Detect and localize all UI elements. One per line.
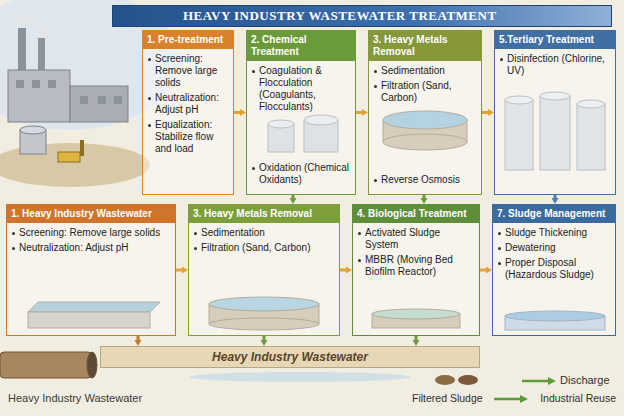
process-panel: 5.Tertiary TreatmentDisinfection (Chlori… — [494, 30, 616, 195]
panel-heading: 4. Biological Treatment — [353, 205, 479, 223]
bullet-item: Screening: Remove large solids — [11, 227, 171, 239]
flow-line — [480, 269, 487, 272]
bullet-item: Activated Sludge System — [357, 227, 475, 251]
bullet-item: Disinfection (Chlorine, UV) — [499, 53, 611, 77]
process-panel: 2. Chemical TreatmentCoagulation & Flocc… — [246, 30, 356, 195]
flow-line — [356, 111, 363, 114]
bullet-item: Filtration (Sand, Carbon) — [193, 242, 335, 254]
flow-line — [340, 269, 347, 272]
process-panel: 3. Heavy Metals RemovalSedimentationFilt… — [188, 204, 340, 336]
flow-arrow — [413, 336, 420, 346]
note-label: Heavy Industry Wastewater — [8, 392, 142, 404]
panel-heading: 3. Heavy Metals Removal — [189, 205, 339, 223]
bullet-item: Sludge Thickening — [497, 227, 611, 239]
band-text: Heavy Industry Wastewater — [212, 350, 368, 364]
bullet-item: Proper Disposal (Hazardous Sludge) — [497, 257, 611, 281]
flow-arrow — [552, 195, 559, 204]
bullet-item: Oxidation (Chemical Oxidants) — [251, 162, 351, 186]
bullet-item: Filtration (Sand, Carbon) — [373, 80, 477, 104]
bullet-item: Sedimentation — [373, 65, 477, 77]
panel-body: Sludge ThickeningDewateringProper Dispos… — [493, 223, 615, 335]
flow-line — [482, 111, 489, 114]
flow-arrow — [356, 109, 368, 116]
flow-arrow — [234, 109, 246, 116]
bullet-item: MBBR (Moving Bed Biofilm Reactor) — [357, 254, 475, 278]
bullet-item: Dewatering — [497, 242, 611, 254]
panel-body: SedimentationFiltration (Sand, Carbon) Re… — [369, 61, 481, 194]
bullet-item: Coagulation & Flocculation (Coagulants, … — [251, 65, 351, 113]
panel-body: SedimentationFiltration (Sand, Carbon) — [189, 223, 339, 335]
flow-arrow — [482, 109, 494, 116]
flow-band: Heavy Industry Wastewater — [100, 346, 480, 368]
process-panel: 4. Biological TreatmentActivated Sludge … — [352, 204, 480, 336]
panel-body: Disinfection (Chlorine, UV) — [495, 49, 615, 194]
panel-heading: 1. Pre-treatment — [143, 31, 233, 49]
bullet-item: Sedimentation — [193, 227, 335, 239]
flow-arrow — [261, 336, 268, 346]
flow-arrow — [480, 267, 492, 274]
bullet-item: Screening: Remove large solids — [147, 53, 229, 89]
panel-heading: 2. Chemical Treatment — [247, 31, 355, 61]
panel-body: Activated Sludge SystemMBBR (Moving Bed … — [353, 223, 479, 335]
process-panel: 7. Sludge ManagementSludge ThickeningDew… — [492, 204, 616, 336]
panel-heading: 7. Sludge Management — [493, 205, 615, 223]
bullet-item: Neutralization: Adjust pH — [147, 92, 229, 116]
flow-arrow — [176, 267, 188, 274]
bullet-item: Neutralization: Adjust pH — [11, 242, 171, 254]
note-label: Industrial Reuse — [540, 392, 616, 404]
process-panel: 1. Heavy Industry WastewaterScreening: R… — [6, 204, 176, 336]
title-text: HEAVY INDUSTRY WASTEWATER TREATMENT — [183, 8, 497, 24]
flow-line — [234, 111, 241, 114]
panel-body: Coagulation & Flocculation (Coagulants, … — [247, 61, 355, 194]
panel-heading: 3. Heavy Metals Removal — [369, 31, 481, 61]
process-panel: 1. Pre-treatmentScreening: Remove large … — [142, 30, 234, 195]
flow-arrow — [290, 195, 297, 204]
panel-body: Screening: Remove large solidsNeutraliza… — [7, 223, 175, 335]
flow-arrow — [135, 336, 142, 346]
flow-line — [176, 269, 183, 272]
bullet-item: Reverse Osmosis — [373, 174, 477, 186]
note-label: Filtered Sludge — [412, 392, 483, 404]
flow-arrow — [340, 267, 352, 274]
panel-heading: 1. Heavy Industry Wastewater — [7, 205, 175, 223]
note-label: Discharge — [560, 374, 610, 386]
title-banner: HEAVY INDUSTRY WASTEWATER TREATMENT — [112, 5, 612, 27]
panel-heading: 5.Tertiary Treatment — [495, 31, 615, 49]
panel-body: Screening: Remove large solidsNeutraliza… — [143, 49, 233, 194]
flow-arrow — [421, 195, 428, 204]
process-panel: 3. Heavy Metals RemovalSedimentationFilt… — [368, 30, 482, 195]
bullet-item: Equalization: Stabilize flow and load — [147, 119, 229, 155]
